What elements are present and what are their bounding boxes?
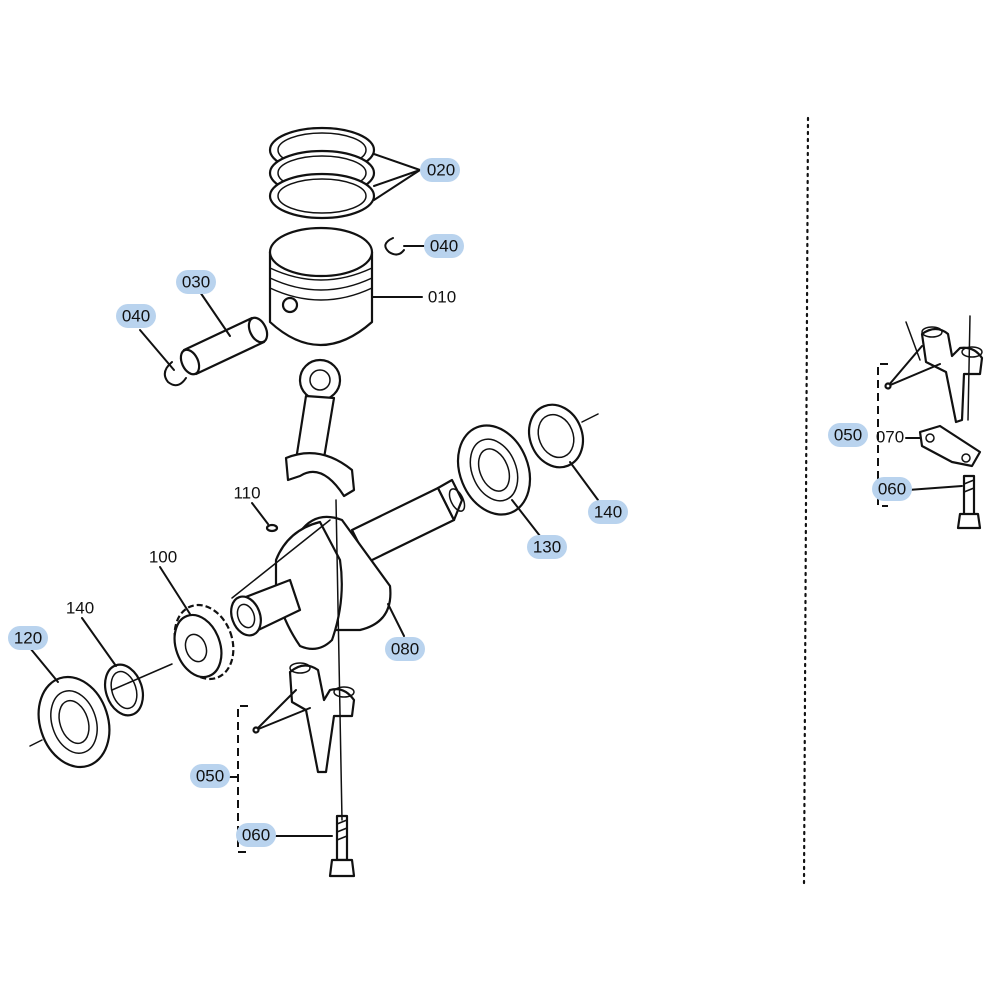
callout-label: 010 bbox=[428, 287, 456, 306]
callout-100[interactable]: 110 bbox=[233, 483, 260, 502]
callout-label: 080 bbox=[391, 639, 419, 658]
callout-bg bbox=[8, 626, 48, 650]
callout-bg bbox=[116, 304, 156, 328]
callout-bg bbox=[385, 637, 425, 661]
oil-seal-right bbox=[527, 403, 599, 469]
callout-bg bbox=[527, 535, 567, 559]
circlip-top bbox=[384, 237, 405, 256]
circlip-left bbox=[163, 361, 187, 387]
callout-bg bbox=[424, 234, 464, 258]
callout-050-left[interactable]: 050 bbox=[190, 764, 230, 788]
callout-label: 050 bbox=[834, 425, 862, 444]
callout-bg bbox=[190, 764, 230, 788]
callout-090[interactable]: 100 bbox=[149, 547, 177, 566]
callout-bg bbox=[588, 500, 628, 524]
callout-bg bbox=[176, 270, 216, 294]
callout-bg bbox=[828, 423, 868, 447]
callout-040-top[interactable]: 040 bbox=[424, 234, 464, 258]
callout-label: 110 bbox=[233, 483, 260, 502]
dowel-pin bbox=[265, 523, 279, 533]
connecting-rod bbox=[284, 358, 356, 498]
rod-cap-right bbox=[920, 326, 984, 424]
lock-plate bbox=[918, 424, 982, 468]
callout-050-right[interactable]: 050 bbox=[828, 423, 868, 447]
callout-080[interactable]: 080 bbox=[385, 637, 425, 661]
callout-020[interactable]: 020 bbox=[420, 158, 460, 182]
assembly-lines bbox=[111, 315, 971, 821]
section-divider bbox=[802, 116, 810, 887]
callout-130[interactable]: 140 bbox=[588, 500, 628, 524]
ball-bearing-left bbox=[29, 675, 111, 769]
callout-label: 100 bbox=[149, 547, 177, 566]
piston-rings bbox=[268, 126, 376, 220]
callout-060-left[interactable]: 060 bbox=[236, 823, 276, 847]
callout-label: 140 bbox=[66, 598, 94, 617]
rod-bolt-left bbox=[328, 814, 356, 878]
callout-label: 040 bbox=[430, 236, 458, 255]
callout-bg bbox=[236, 823, 276, 847]
timing-gear bbox=[173, 603, 235, 681]
callout-label: 130 bbox=[533, 537, 561, 556]
callout-bg bbox=[872, 477, 912, 501]
callout-140[interactable]: 140 bbox=[66, 598, 94, 617]
callout-label: 120 bbox=[14, 628, 42, 647]
callout-label: 060 bbox=[878, 479, 906, 498]
callout-label: 020 bbox=[427, 160, 455, 179]
crankshaft bbox=[230, 478, 466, 651]
callout-030[interactable]: 030 bbox=[176, 270, 216, 294]
callout-label: 060 bbox=[242, 825, 270, 844]
callout-label: 140 bbox=[594, 502, 622, 521]
group-bracket-right bbox=[877, 363, 888, 507]
callout-040-left[interactable]: 040 bbox=[116, 304, 156, 328]
rod-cap-left bbox=[288, 662, 356, 774]
callout-060-right[interactable]: 060 bbox=[872, 477, 912, 501]
group-bracket-left bbox=[237, 705, 248, 853]
callout-070[interactable]: 070 bbox=[876, 427, 904, 446]
callout-bg bbox=[420, 158, 460, 182]
callout-110[interactable]: 120 bbox=[8, 626, 48, 650]
callout-label: 030 bbox=[182, 272, 210, 291]
callout-label: 040 bbox=[122, 306, 150, 325]
piston-pin bbox=[179, 316, 269, 376]
rod-bolt-right bbox=[956, 474, 982, 530]
piston bbox=[268, 226, 374, 347]
callout-label: 070 bbox=[876, 427, 904, 446]
ball-bearing-right bbox=[456, 424, 532, 516]
callout-label: 050 bbox=[196, 766, 224, 785]
callout-120[interactable]: 130 bbox=[527, 535, 567, 559]
o-ring bbox=[103, 663, 145, 717]
callout-010[interactable]: 010 bbox=[428, 287, 456, 306]
leader-lines bbox=[29, 153, 963, 837]
